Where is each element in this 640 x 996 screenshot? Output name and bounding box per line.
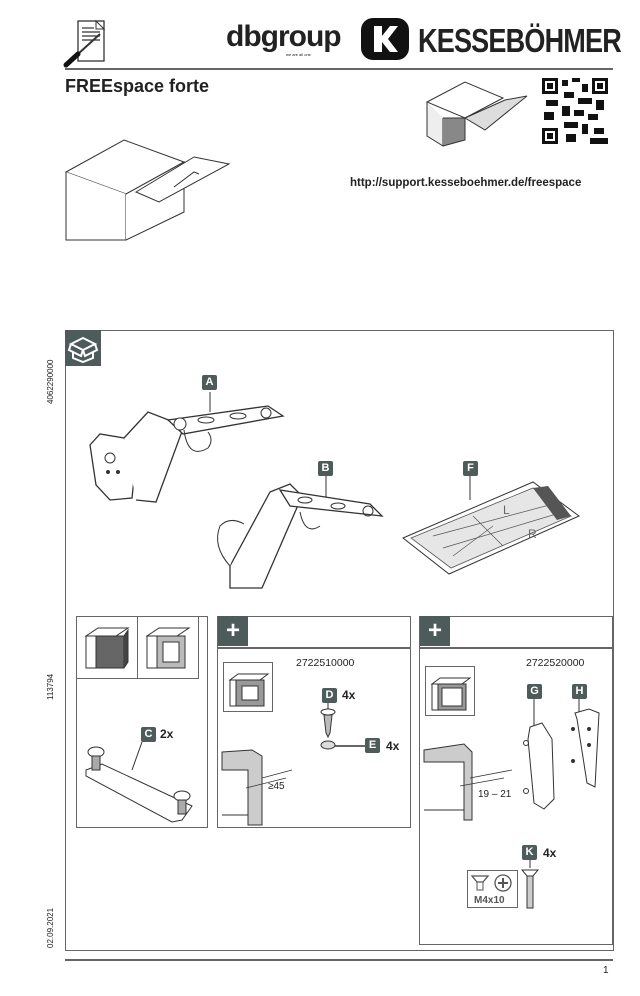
- frame-profile-section: [221, 749, 293, 826]
- wood-screw-d: [320, 703, 336, 750]
- hinge-mechanism-b: [217, 476, 384, 589]
- countersunk-phillips-icon: [470, 874, 512, 892]
- part-a-badge: A: [202, 375, 217, 390]
- product-title: FREEspace forte: [65, 76, 210, 96]
- part-g-badge: G: [527, 684, 542, 699]
- plus-icon: +: [218, 616, 248, 646]
- dbgroup-tagline: we are all one: [286, 52, 311, 57]
- mounting-plate-c: [85, 741, 193, 823]
- package-contents-icon: [65, 330, 101, 366]
- wood-door-cabinet-icon: [84, 627, 130, 669]
- svg-text:L: L: [503, 503, 510, 517]
- drilling-template-f: L R: [402, 476, 580, 575]
- panel-aluminium-frame-option: [217, 616, 411, 828]
- screw-spec-label: M4x10: [474, 895, 505, 906]
- panel3-article-number: 2722520000: [526, 657, 585, 669]
- dbgroup-logo-text: dbgroup: [226, 20, 342, 53]
- manual-tool-icon: [63, 19, 106, 68]
- kesseboehmer-k-logo: [361, 18, 409, 60]
- plus-icon: +: [420, 616, 450, 646]
- part-d-badge: D: [322, 688, 337, 703]
- narrow-frame-profile-section: [423, 743, 513, 821]
- brand-logo: KESSEBÖHMER: [418, 22, 622, 59]
- frame-cabinet-icon: [228, 673, 270, 707]
- narrow-frame-cabinet-icon: [430, 677, 472, 711]
- part-e-badge: E: [365, 738, 380, 753]
- page-number: 1: [603, 965, 609, 976]
- document-number: 113794: [46, 673, 55, 700]
- part-e-quantity: 4x: [386, 739, 400, 753]
- screw-spec-box: [467, 870, 518, 908]
- cabinet-open-illustration: [64, 139, 231, 241]
- contents-box: [65, 330, 614, 951]
- part-c-badge: C: [141, 727, 156, 742]
- narrow-frame-thumbnail: [425, 666, 475, 716]
- article-number: 4062290000: [46, 359, 55, 405]
- support-url[interactable]: http://support.kesseboehmer.de/freespace: [350, 177, 582, 189]
- part-f-badge: F: [463, 461, 478, 476]
- part-b-badge: B: [318, 461, 333, 476]
- hinge-mechanism-a: [89, 392, 285, 503]
- part-d-quantity: 4x: [342, 688, 356, 702]
- panel-narrow-frame-option: [419, 616, 613, 945]
- panel2-dimension: ≥45: [268, 781, 285, 792]
- machine-screw-k: [520, 860, 540, 909]
- frame-door-cabinet-icon: [145, 627, 191, 669]
- document-date: 02.09.2021: [46, 907, 55, 948]
- part-k-badge: K: [522, 845, 537, 860]
- leader-e: [335, 745, 365, 747]
- door-type-frame-cell: [137, 616, 199, 679]
- part-c-quantity: 2x: [160, 727, 174, 741]
- cover-cap-h: [571, 699, 600, 788]
- panel2-article-number: 2722510000: [296, 657, 355, 669]
- svg-text:R: R: [528, 527, 537, 541]
- frame-door-thumbnail: [223, 662, 273, 712]
- qr-code: [542, 78, 608, 144]
- part-h-badge: H: [572, 684, 587, 699]
- part-k-quantity: 4x: [543, 846, 557, 860]
- panel3-dimension: 19 – 21: [478, 789, 512, 800]
- cover-cap-g: [523, 699, 555, 810]
- cabinet-small-illustration: [425, 81, 528, 147]
